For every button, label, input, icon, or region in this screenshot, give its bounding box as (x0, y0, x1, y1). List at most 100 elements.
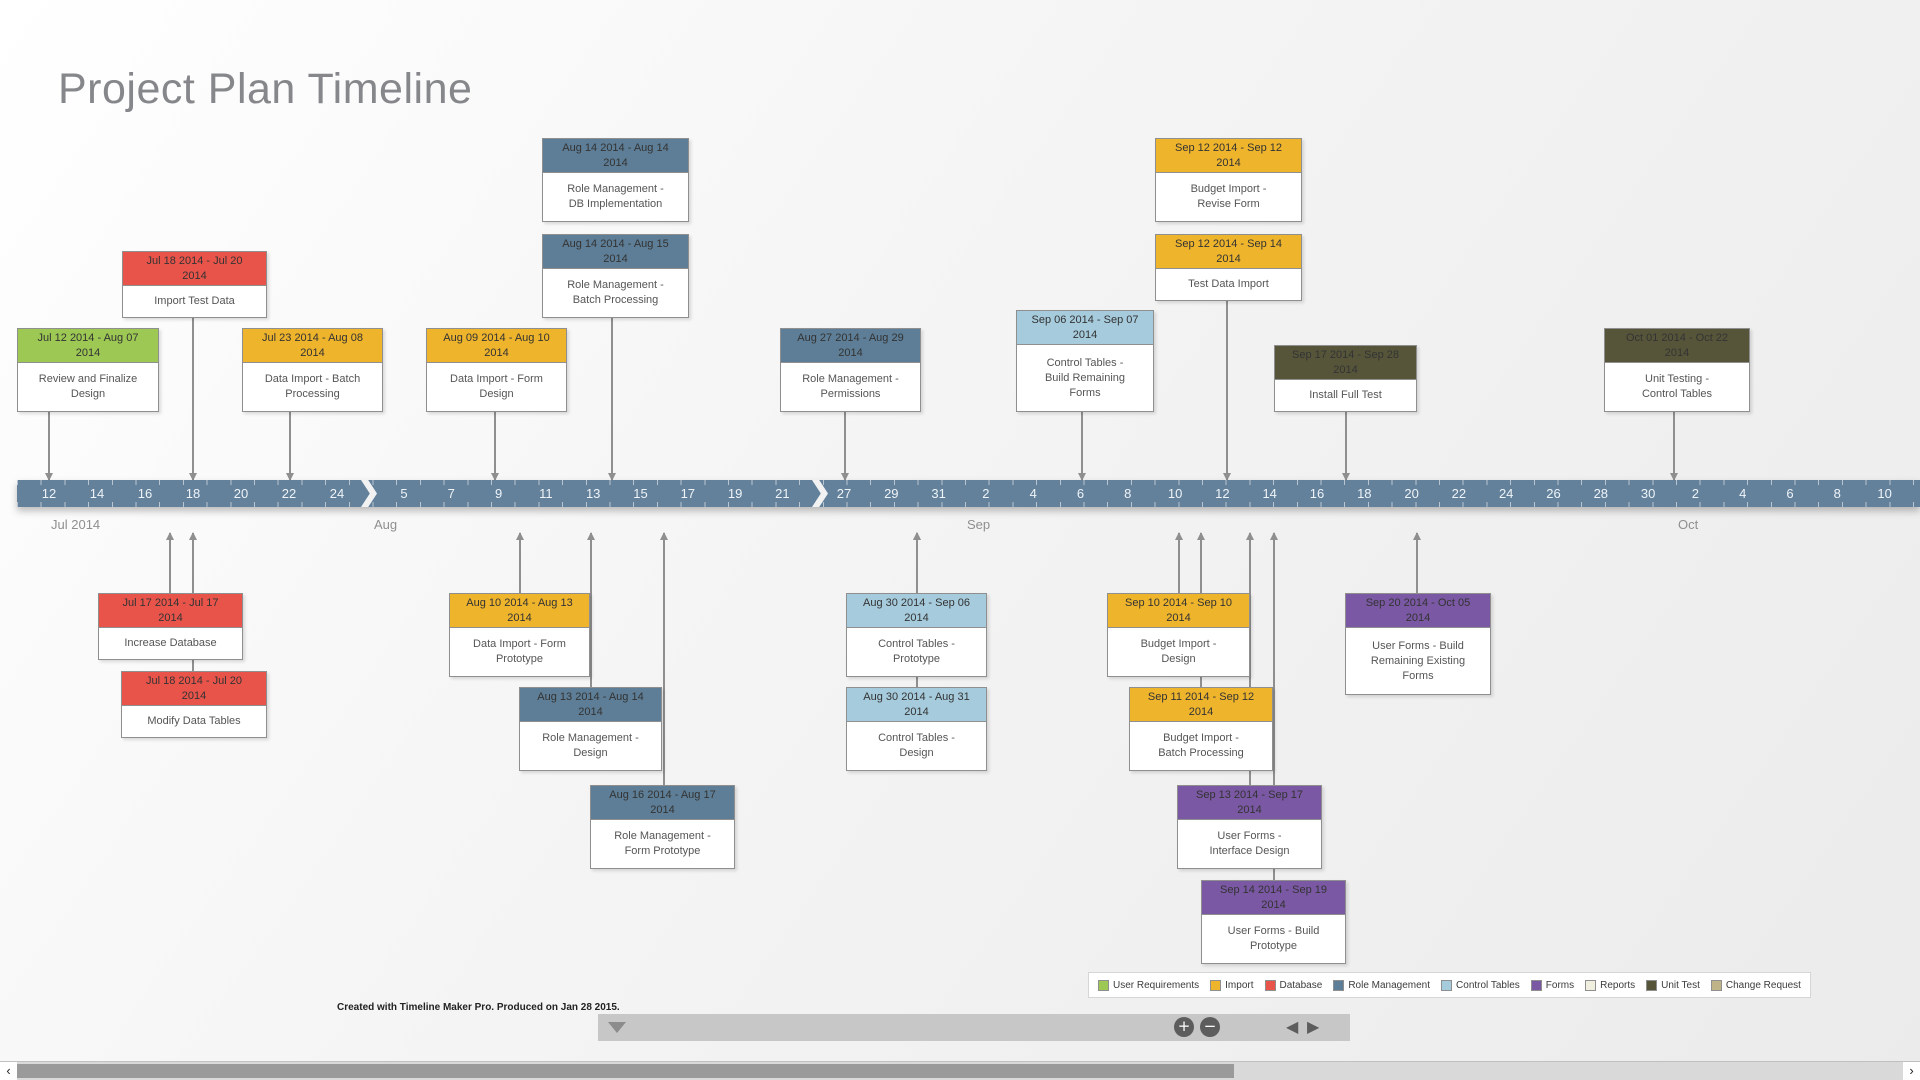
axis-tick-label: 10 (1877, 486, 1892, 501)
event-date-range: Jul 18 2014 - Jul 20 2014 (122, 672, 266, 706)
event-title: User Forms - Interface Design (1209, 830, 1290, 857)
axis-tick-label: 22 (281, 486, 297, 501)
event-title: Budget Import - Revise Form (1190, 183, 1267, 210)
event-connector-arrow (491, 410, 499, 481)
event-title: Role Management - Permissions (802, 373, 899, 400)
scroll-right-button[interactable]: › (1903, 1062, 1920, 1080)
axis-tick-label: 11 (539, 486, 553, 501)
credit-note: Created with Timeline Maker Pro. Produce… (337, 1002, 620, 1013)
axis-tick-label: 13 (585, 486, 601, 501)
event-date-range: Jul 12 2014 - Aug 07 2014 (18, 329, 158, 363)
event-connector-arrow (1175, 532, 1183, 593)
event-date-range: Sep 14 2014 - Sep 19 2014 (1202, 881, 1345, 915)
legend-swatch (1530, 979, 1542, 991)
event-connector-arrow (1078, 410, 1086, 481)
axis-tick-label: 24 (329, 486, 345, 501)
axis-tick-label: 8 (1124, 486, 1132, 501)
event-connector-arrow (587, 532, 595, 687)
axis-tick-label: 28 (1593, 486, 1609, 501)
legend-item: Reports (1585, 979, 1635, 991)
legend-swatch (1646, 979, 1658, 991)
event-date-range: Jul 18 2014 - Jul 20 2014 (123, 252, 266, 286)
axis-tick-label: 7 (447, 486, 455, 501)
scrollbar-thumb[interactable] (17, 1064, 1234, 1078)
legend-swatch (1585, 979, 1597, 991)
event-connector-arrow (1223, 299, 1231, 481)
legend-label: Forms (1545, 979, 1575, 991)
axis-tick-label: 17 (680, 486, 696, 501)
legend-item: User Requirements (1098, 979, 1199, 991)
axis-tick-label: 14 (89, 486, 105, 501)
event-date-range: Aug 14 2014 - Aug 14 2014 (543, 139, 688, 173)
event-connector-arrow (286, 410, 294, 481)
month-label: Oct (1678, 517, 1699, 532)
legend-swatch (1333, 979, 1345, 991)
event-title: Data Import - Batch Processing (264, 373, 361, 400)
event-date-range: Aug 09 2014 - Aug 10 2014 (427, 329, 566, 363)
presentation-toolbar: + − ◀ ▶ (598, 1014, 1350, 1041)
event-date-range: Aug 14 2014 - Aug 15 2014 (543, 235, 688, 269)
axis-tick-label: 15 (633, 486, 648, 501)
event-title: Data Import - Form Prototype (473, 638, 566, 665)
legend-item: Forms (1530, 979, 1575, 991)
horizontal-scrollbar[interactable]: ‹ › (0, 1061, 1920, 1080)
axis-tick-label: 12 (1215, 486, 1230, 501)
event-date-range: Aug 27 2014 - Aug 29 2014 (781, 329, 920, 363)
event-date-range: Sep 11 2014 - Sep 12 2014 (1130, 688, 1272, 722)
month-label: Jul 2014 (51, 517, 101, 532)
axis-tick-label: 4 (1739, 486, 1747, 501)
axis-tick-label: 31 (931, 486, 946, 501)
collapse-toolbar-icon[interactable] (608, 1022, 626, 1033)
event-date-range: Jul 23 2014 - Aug 08 2014 (243, 329, 382, 363)
next-event-button[interactable]: ▶ (1307, 1017, 1320, 1036)
axis-tick-label: 9 (494, 486, 503, 501)
axis-tick-label: 6 (1076, 486, 1085, 501)
zoom-out-button[interactable]: − (1200, 1017, 1220, 1037)
event-connector-arrow (166, 532, 174, 593)
event-connector-arrow (189, 316, 197, 481)
event-title: Role Management - DB Implementation (567, 183, 664, 210)
axis-tick-label: 26 (1546, 486, 1561, 501)
previous-event-button[interactable]: ◀ (1286, 1017, 1299, 1036)
axis-tick-label: 10 (1167, 486, 1183, 501)
event-title: User Forms - Build Remaining Existing Fo… (1370, 639, 1466, 682)
event-date-range: Sep 12 2014 - Sep 12 2014 (1156, 139, 1301, 173)
event-title: Budget Import - Design (1140, 638, 1217, 665)
axis-tick-label: 20 (233, 486, 249, 501)
event-title: Modify Data Tables (147, 715, 241, 727)
event-title: Import Test Data (154, 295, 235, 307)
event-title: Increase Database (124, 637, 217, 649)
axis-tick-label: 21 (775, 486, 790, 501)
event-title: Install Full Test (1309, 389, 1382, 401)
event-connector-arrow (660, 532, 668, 785)
scroll-left-button[interactable]: ‹ (0, 1062, 17, 1080)
axis-tick-label: 16 (137, 486, 153, 501)
axis-tick-label: 18 (1357, 486, 1372, 501)
zoom-in-button[interactable]: + (1174, 1017, 1194, 1037)
